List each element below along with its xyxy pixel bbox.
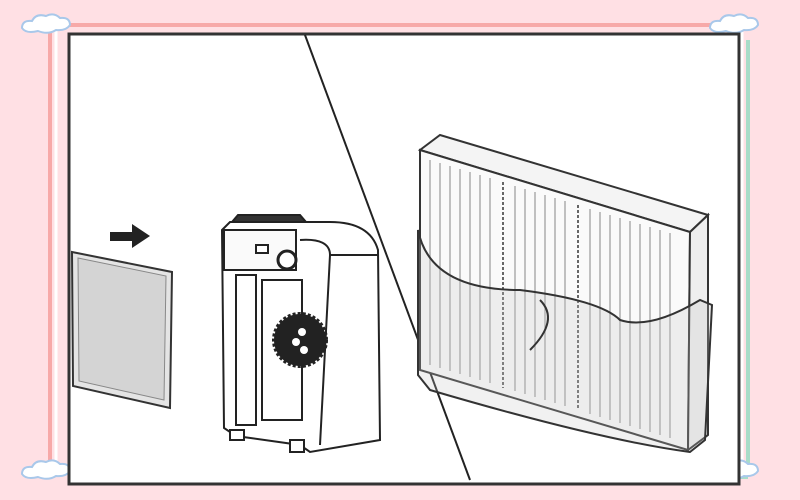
filter-bag — [417, 229, 714, 454]
cloud-icon — [20, 459, 72, 480]
hepa-filter — [417, 133, 710, 453]
cloud-icon — [20, 13, 72, 34]
pre-filter-panel — [70, 250, 174, 410]
air-purifier — [220, 214, 382, 454]
cloud-icon — [708, 13, 760, 34]
fan-icon — [272, 312, 328, 368]
divider-line — [304, 34, 471, 481]
arrow-right-icon — [110, 224, 150, 248]
